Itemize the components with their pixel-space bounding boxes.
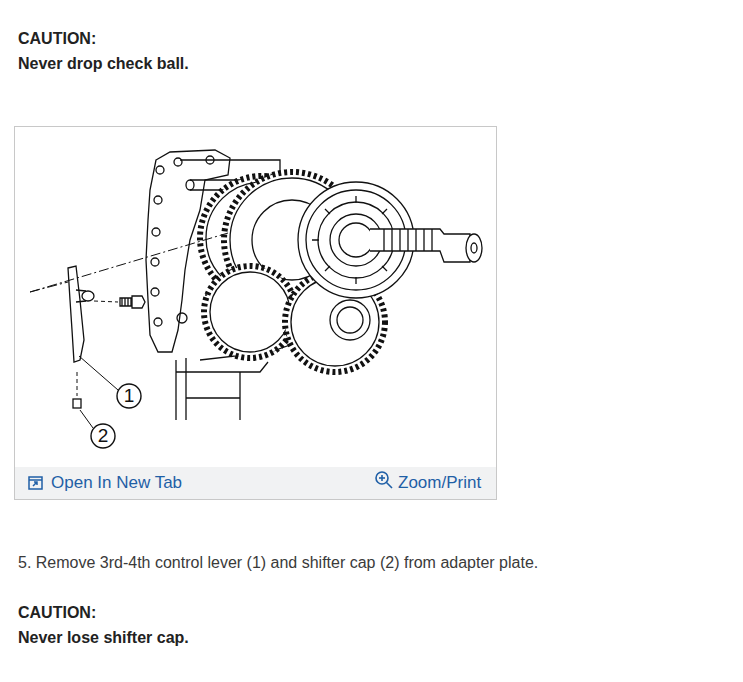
caution-text: Never lose shifter cap. <box>18 628 189 648</box>
caution-text: Never drop check ball. <box>18 54 189 74</box>
open-tab-link: Open In New Tab <box>51 473 182 493</box>
callout-number: 2 <box>91 424 115 448</box>
caution-heading: CAUTION: <box>18 603 96 623</box>
zoom-icon <box>376 472 392 488</box>
callout-number: 1 <box>117 384 141 408</box>
figure-toolbar <box>15 467 496 499</box>
open-tab-icon <box>29 477 42 489</box>
callout-circle <box>91 424 115 448</box>
callout-circle <box>117 384 141 408</box>
transmission-drawing <box>30 150 482 428</box>
figure-frame <box>15 127 497 500</box>
step-text: 5. Remove 3rd-4th control lever (1) and … <box>18 553 538 573</box>
caution-heading: CAUTION: <box>18 29 96 49</box>
zoom-print-link: Zoom/Print <box>398 473 481 493</box>
